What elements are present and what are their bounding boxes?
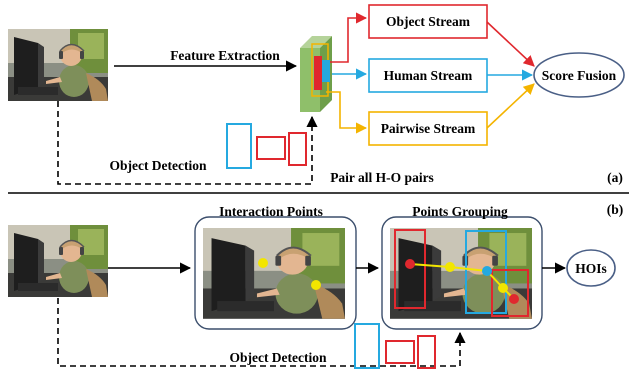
interaction-points-label: Interaction Points bbox=[219, 204, 323, 219]
object-stream-label: Object Stream bbox=[386, 14, 471, 29]
interaction-image bbox=[201, 226, 347, 320]
object-box-a1 bbox=[256, 136, 286, 160]
object-detection-path-a bbox=[57, 101, 318, 185]
object-center-2 bbox=[509, 294, 519, 304]
object-to-fusion-arrow bbox=[486, 21, 535, 67]
feature-extraction-label: Feature Extraction bbox=[170, 48, 280, 63]
object-stream-box bbox=[368, 4, 488, 39]
pair-all-label: Pair all H-O pairs bbox=[330, 170, 434, 185]
object-center-1 bbox=[405, 259, 415, 269]
group-link-1b bbox=[449, 266, 488, 272]
grouping-human-box bbox=[465, 230, 507, 314]
grouping-object-box-1 bbox=[394, 229, 426, 309]
score-fusion-ellipse bbox=[533, 52, 625, 98]
pairwise-stream-arrow bbox=[326, 91, 368, 134]
object-box-b1 bbox=[385, 340, 415, 364]
pairwise-stream-label: Pairwise Stream bbox=[381, 121, 476, 136]
object-stream-arrow bbox=[330, 12, 368, 63]
group-link-1a bbox=[409, 263, 451, 268]
grouping-point-2 bbox=[498, 283, 508, 293]
panel-a-tag: (a) bbox=[607, 170, 623, 185]
interaction-point-2 bbox=[311, 280, 321, 290]
grouping-image bbox=[388, 226, 534, 320]
object-detection-label-b: Object Detection bbox=[229, 350, 327, 365]
interaction-point-1 bbox=[258, 258, 268, 268]
hois-ellipse bbox=[566, 249, 616, 287]
human-box-a bbox=[226, 123, 252, 169]
grouping-point-1 bbox=[445, 262, 455, 272]
object-detection-path-b bbox=[57, 298, 466, 367]
input-image-a bbox=[7, 28, 109, 102]
input-image-b bbox=[7, 224, 109, 298]
object-box-a2 bbox=[288, 132, 307, 166]
score-fusion-label: Score Fusion bbox=[542, 68, 617, 83]
human-stream-label: Human Stream bbox=[384, 68, 473, 83]
feature-map-block bbox=[300, 36, 332, 112]
object-box-b2 bbox=[417, 335, 436, 369]
pairwise-stream-box bbox=[368, 111, 488, 146]
points-grouping-label: Points Grouping bbox=[412, 204, 508, 219]
hois-label: HOIs bbox=[575, 261, 607, 276]
human-center bbox=[482, 266, 492, 276]
panel-b-tag: (b) bbox=[607, 202, 624, 217]
object-detection-label-a: Object Detection bbox=[109, 158, 207, 173]
pairwise-to-fusion-arrow bbox=[486, 83, 535, 129]
grouping-object-box-2 bbox=[491, 269, 529, 317]
human-box-b bbox=[354, 323, 380, 369]
